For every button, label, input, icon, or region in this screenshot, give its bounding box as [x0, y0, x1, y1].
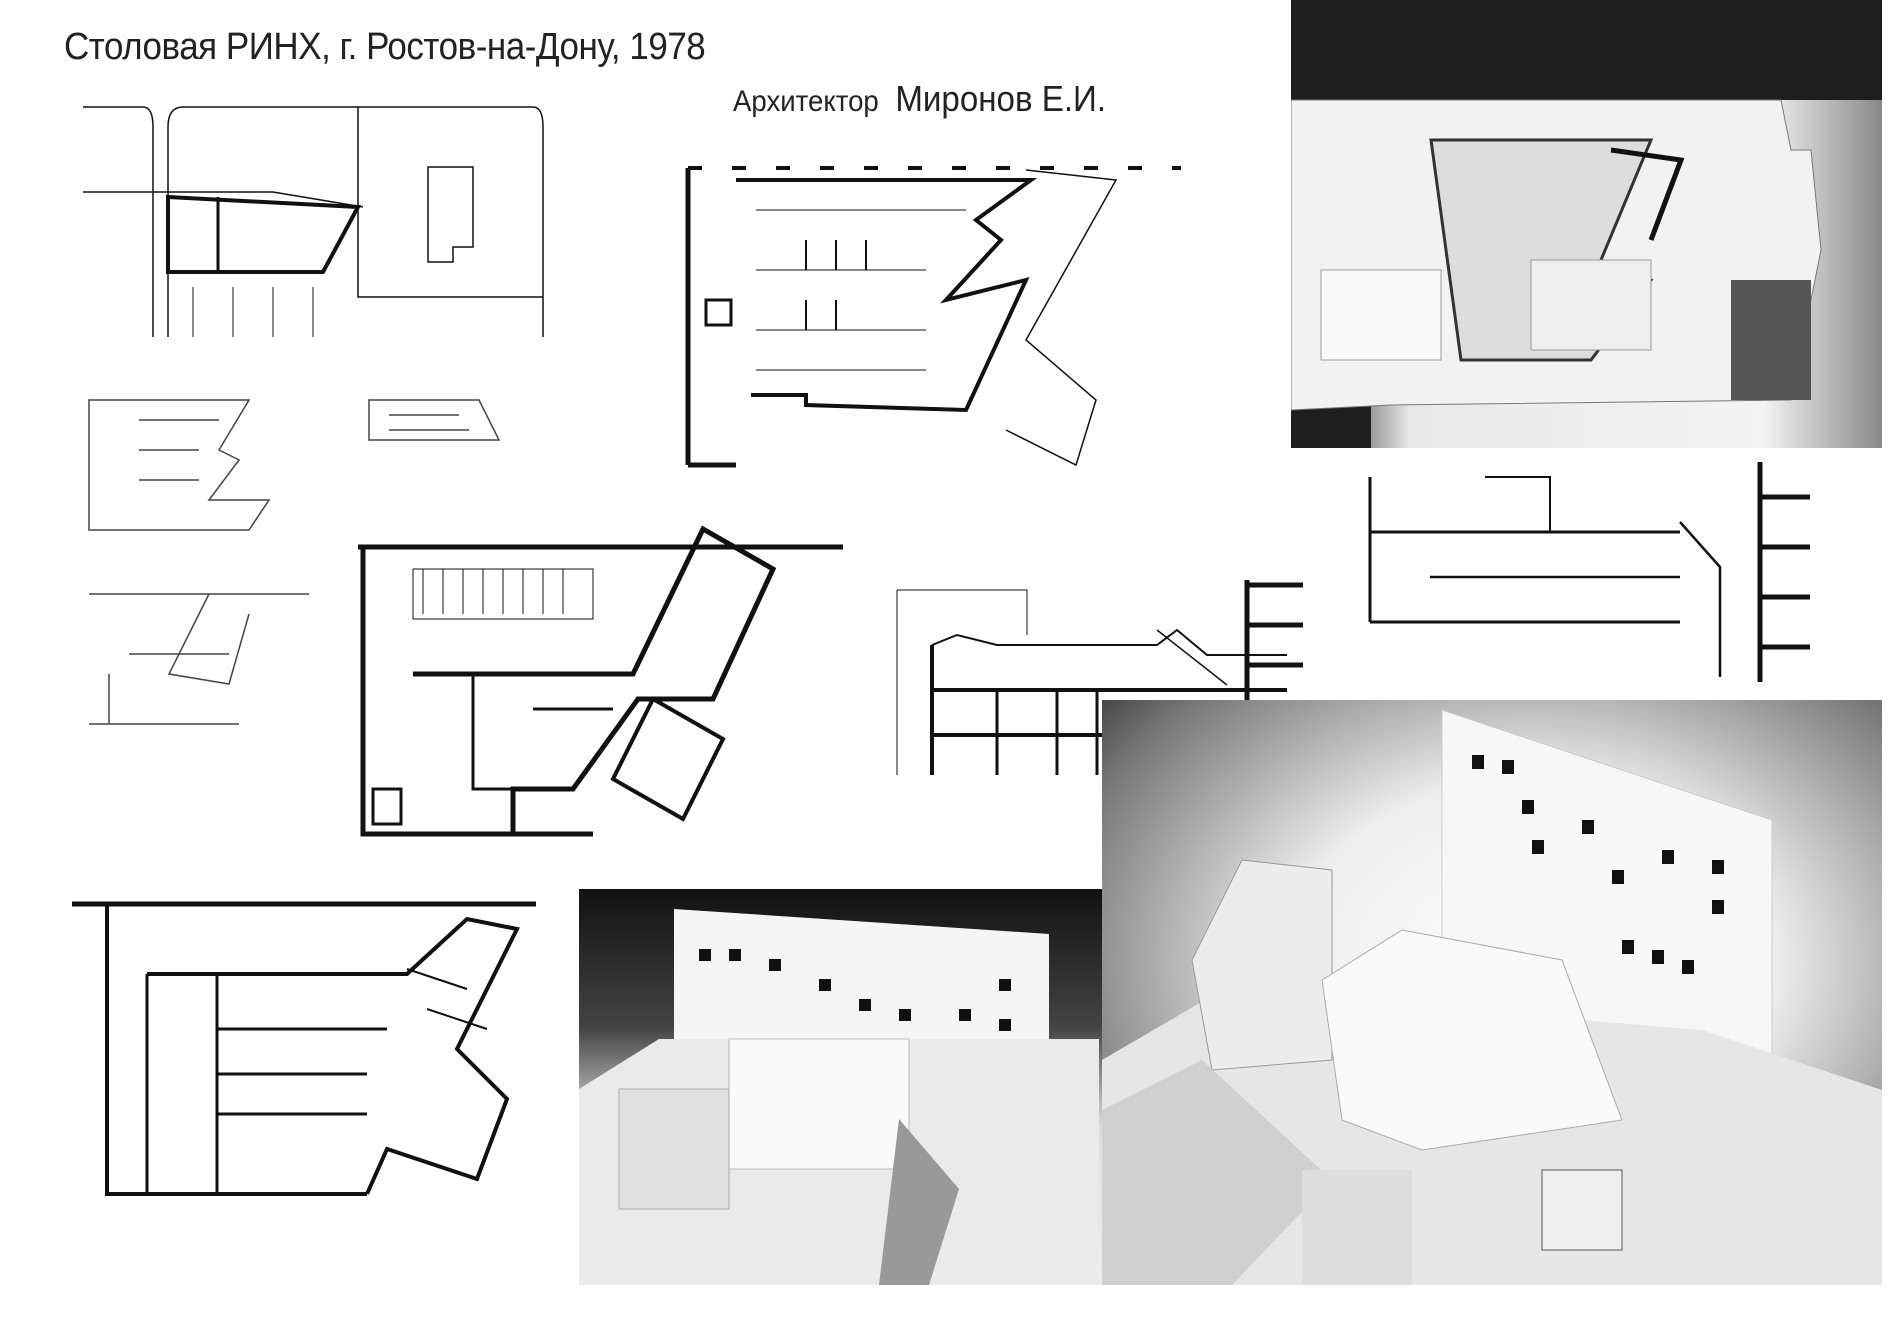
- architect-credit: Архитектор Миронов Е.И.: [733, 78, 1106, 120]
- small-plan-drawing-2: [359, 390, 511, 470]
- small-plan-drawing-3: [79, 554, 324, 731]
- site-plan-drawing: [73, 97, 560, 347]
- architect-label: Архитектор: [733, 85, 879, 118]
- model-photo-front-view: [579, 889, 1102, 1285]
- second-floor-plan-drawing: [67, 859, 536, 1200]
- first-floor-plan-drawing: [353, 499, 859, 840]
- ground-floor-plan-drawing: [676, 140, 1188, 470]
- small-plan-drawing-1: [79, 390, 324, 536]
- section-drawing-2: [1340, 457, 1815, 682]
- model-photo-perspective-view: [1102, 700, 1882, 1285]
- model-photo-top-view: [1291, 0, 1882, 448]
- board-title: Столовая РИНХ, г. Ростов-на-Дону, 1978: [64, 26, 706, 68]
- architect-name: Миронов Е.И.: [895, 78, 1107, 119]
